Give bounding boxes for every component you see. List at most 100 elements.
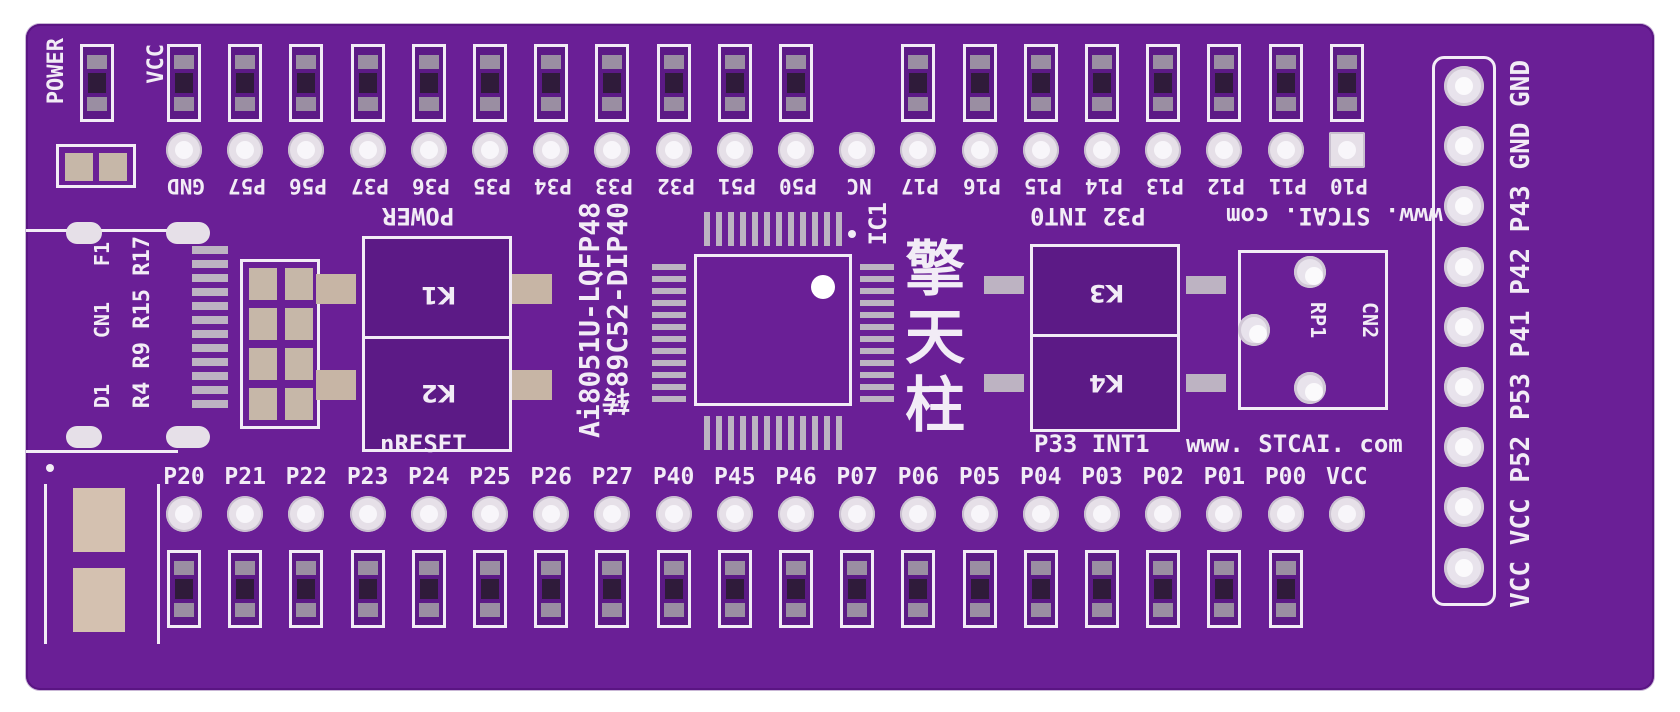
top-resistor [350, 44, 385, 122]
top-resistor [656, 44, 691, 122]
top-resistor [1329, 44, 1364, 122]
k4-pad-right [1186, 374, 1226, 392]
top-pin-pad [1267, 132, 1304, 168]
power-corner-label: POWER [44, 38, 69, 105]
ic-pin-top [752, 212, 758, 246]
top-pin-pad [1145, 132, 1182, 168]
usb-pin [192, 274, 228, 282]
usb-shell-pad-top [66, 222, 102, 244]
ic-pin-left [652, 276, 686, 282]
bottom-pin-pad [227, 496, 264, 532]
usb-pin [192, 372, 228, 380]
k4-button[interactable]: K4 [1030, 334, 1180, 432]
usb-shell-pad-bottom [66, 426, 102, 448]
ic-pin-bottom [764, 416, 770, 450]
usb-resistor-array [240, 259, 320, 429]
right-header-pin [1444, 487, 1484, 528]
top-pin-pad [1328, 132, 1365, 168]
bottom-resistor [595, 550, 630, 628]
ic-pin-left [652, 312, 686, 318]
right-header-outline [1432, 56, 1496, 606]
bottom-pin-pad [288, 496, 325, 532]
bottom-pin-label: P04 [1020, 464, 1062, 490]
ic-pin-right [860, 348, 894, 354]
top-pin-label: P17 [901, 174, 940, 198]
ic-pin-left [652, 264, 686, 270]
bottom-resistor [779, 550, 813, 628]
bottom-pin-pad [1084, 496, 1120, 532]
ic-pin-top [740, 212, 746, 246]
bottom-pin-label: P25 [469, 464, 511, 490]
bottom-resistor [534, 550, 569, 628]
top-resistor [1085, 44, 1119, 122]
ic-pin-left [652, 288, 686, 294]
top-pin-label: P36 [411, 174, 450, 198]
top-resistor [962, 44, 997, 122]
bottom-pin-label: P05 [958, 464, 1001, 490]
k3-button[interactable]: K3 [1030, 244, 1180, 342]
chip-name-line2: 转89C52-DIP40 [601, 202, 634, 416]
top-resistor [289, 44, 324, 122]
ic-pin-bottom [704, 416, 710, 450]
top-pin-label: P11 [1268, 174, 1307, 198]
ic-pin-top [812, 212, 818, 246]
bottom-pin-label: P27 [591, 464, 634, 490]
ic-pin-right [860, 288, 894, 294]
k1-pad-left [316, 274, 356, 304]
bottom-pin-label: P03 [1081, 464, 1123, 490]
top-resistor [1268, 44, 1303, 122]
f1-label: F1 [90, 242, 114, 267]
top-pin-label: GND [167, 174, 205, 198]
brand-chinese: 擎天柱 [905, 235, 965, 441]
top-pin-pad [839, 132, 876, 168]
ic1-label: IC1 [864, 202, 892, 246]
ic-pin-bottom [728, 416, 734, 450]
ic-pin-bottom [740, 416, 746, 450]
bottom-pin-label: P01 [1203, 464, 1246, 490]
ic-pin-bottom [776, 416, 782, 450]
bottom-pin-pad [533, 496, 570, 532]
bottom-pin-pad [655, 496, 692, 532]
usb-pin [192, 386, 228, 394]
bottom-pin-label: P23 [346, 464, 389, 490]
top-resistor [228, 44, 263, 122]
k2-button[interactable]: K2 [362, 336, 512, 452]
bottom-resistor [473, 550, 507, 628]
bottom-resistor [901, 550, 936, 628]
top-pin-label: P16 [962, 174, 1001, 198]
k1-button[interactable]: K1 [362, 236, 512, 354]
bottom-resistor [656, 550, 691, 628]
usb-connector-outline [26, 229, 178, 453]
top-pin-label: P57 [228, 174, 267, 198]
k3-pad-right [1186, 276, 1226, 294]
bottom-pin-label: P02 [1142, 464, 1184, 490]
top-pin-label: P35 [473, 174, 511, 198]
vcc-top-label: VCC [144, 44, 169, 84]
top-pin-label: P14 [1085, 174, 1123, 198]
bottom-pin-label: VCC [1326, 464, 1368, 490]
power-led-resistor [80, 44, 114, 122]
bottom-resistor [1207, 550, 1242, 628]
bottom-resistor [962, 550, 997, 628]
ic-pin-right [860, 324, 894, 330]
top-pin-pad [1206, 132, 1243, 168]
top-pin-pad [227, 132, 264, 168]
bottom-pin-pad [839, 496, 876, 532]
usb-pin [192, 400, 228, 408]
top-pin-pad [1022, 132, 1059, 168]
ic-pin-top [788, 212, 794, 246]
ic-pin-right [860, 312, 894, 318]
bottom-pin-pad [1206, 496, 1243, 532]
top-resistor [595, 44, 630, 122]
top-resistor [901, 44, 936, 122]
top-resistor [717, 44, 752, 122]
top-pin-label: P33 [595, 174, 634, 198]
d1-label: D1 [90, 384, 114, 409]
right-header-pin [1444, 186, 1484, 227]
top-pin-pad [349, 132, 386, 168]
ic-pin-left [652, 396, 686, 402]
ic-pin-right [860, 276, 894, 282]
p33-int1-label: P33 INT1 [1034, 430, 1150, 458]
ic-pin-top [836, 212, 842, 246]
